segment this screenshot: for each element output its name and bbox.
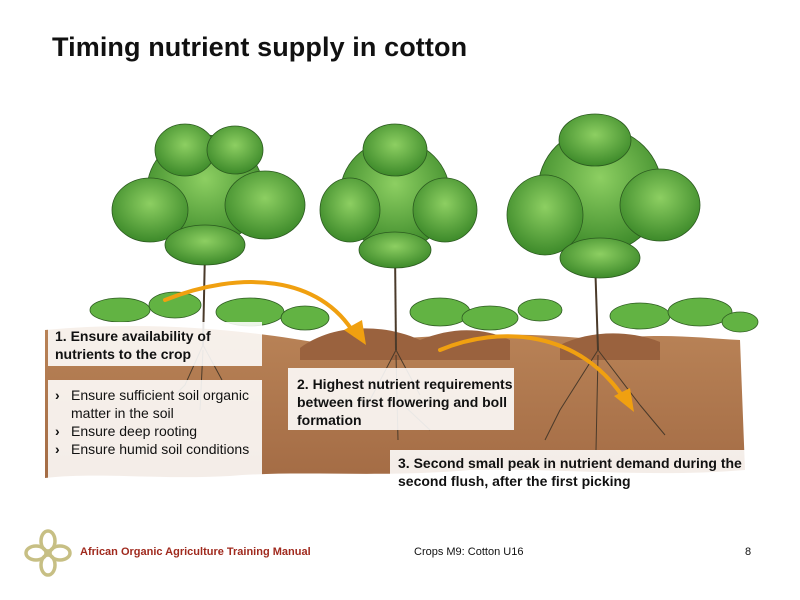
arrow-icon xyxy=(163,280,627,402)
ornament-logo-icon xyxy=(24,529,72,577)
bullet-item: › Ensure deep rooting xyxy=(55,422,260,440)
callout-second-text: 2. Highest nutrient requirements between… xyxy=(297,376,513,428)
bullet-icon: › xyxy=(55,441,60,457)
callout-second-box: 2. Highest nutrient requirements between… xyxy=(288,368,514,430)
bullet-icon: › xyxy=(55,387,60,403)
callout-third-box: 3. Second small peak in nutrient demand … xyxy=(390,450,766,494)
soil-mound xyxy=(300,328,510,360)
soil-mound xyxy=(560,333,660,360)
cotton-plant-2 xyxy=(319,123,478,441)
footer-organization: African Organic Agriculture Training Man… xyxy=(80,546,311,558)
cotton-plant-3 xyxy=(506,113,701,451)
callout-first-bullets-box: › Ensure sufficient soil organic matter i… xyxy=(48,380,262,483)
bullet-icon: › xyxy=(55,423,60,439)
bullet-text: Ensure sufficient soil organic matter in… xyxy=(71,387,249,421)
callout-first-heading-box: 1. Ensure availability of nutrients to t… xyxy=(48,322,262,366)
callout-third-text: 3. Second small peak in nutrient demand … xyxy=(398,455,742,489)
bullet-item: › Ensure sufficient soil organic matter i… xyxy=(55,386,260,422)
bullet-list: › Ensure sufficient soil organic matter i… xyxy=(55,386,260,458)
bullet-text: Ensure deep rooting xyxy=(71,423,198,439)
footer-module: Crops M9: Cotton U16 xyxy=(414,546,524,558)
callout-first-heading: 1. Ensure availability of nutrients to t… xyxy=(55,328,211,362)
cotton-plant-1 xyxy=(111,123,306,411)
ground-cover xyxy=(89,291,759,333)
page-number: 8 xyxy=(745,546,752,558)
bullet-text: Ensure humid soil conditions xyxy=(71,441,250,457)
bullet-item: › Ensure humid soil conditions xyxy=(55,440,260,458)
page-title: Timing nutrient supply in cotton xyxy=(52,32,468,62)
arrow-icon xyxy=(344,320,634,412)
